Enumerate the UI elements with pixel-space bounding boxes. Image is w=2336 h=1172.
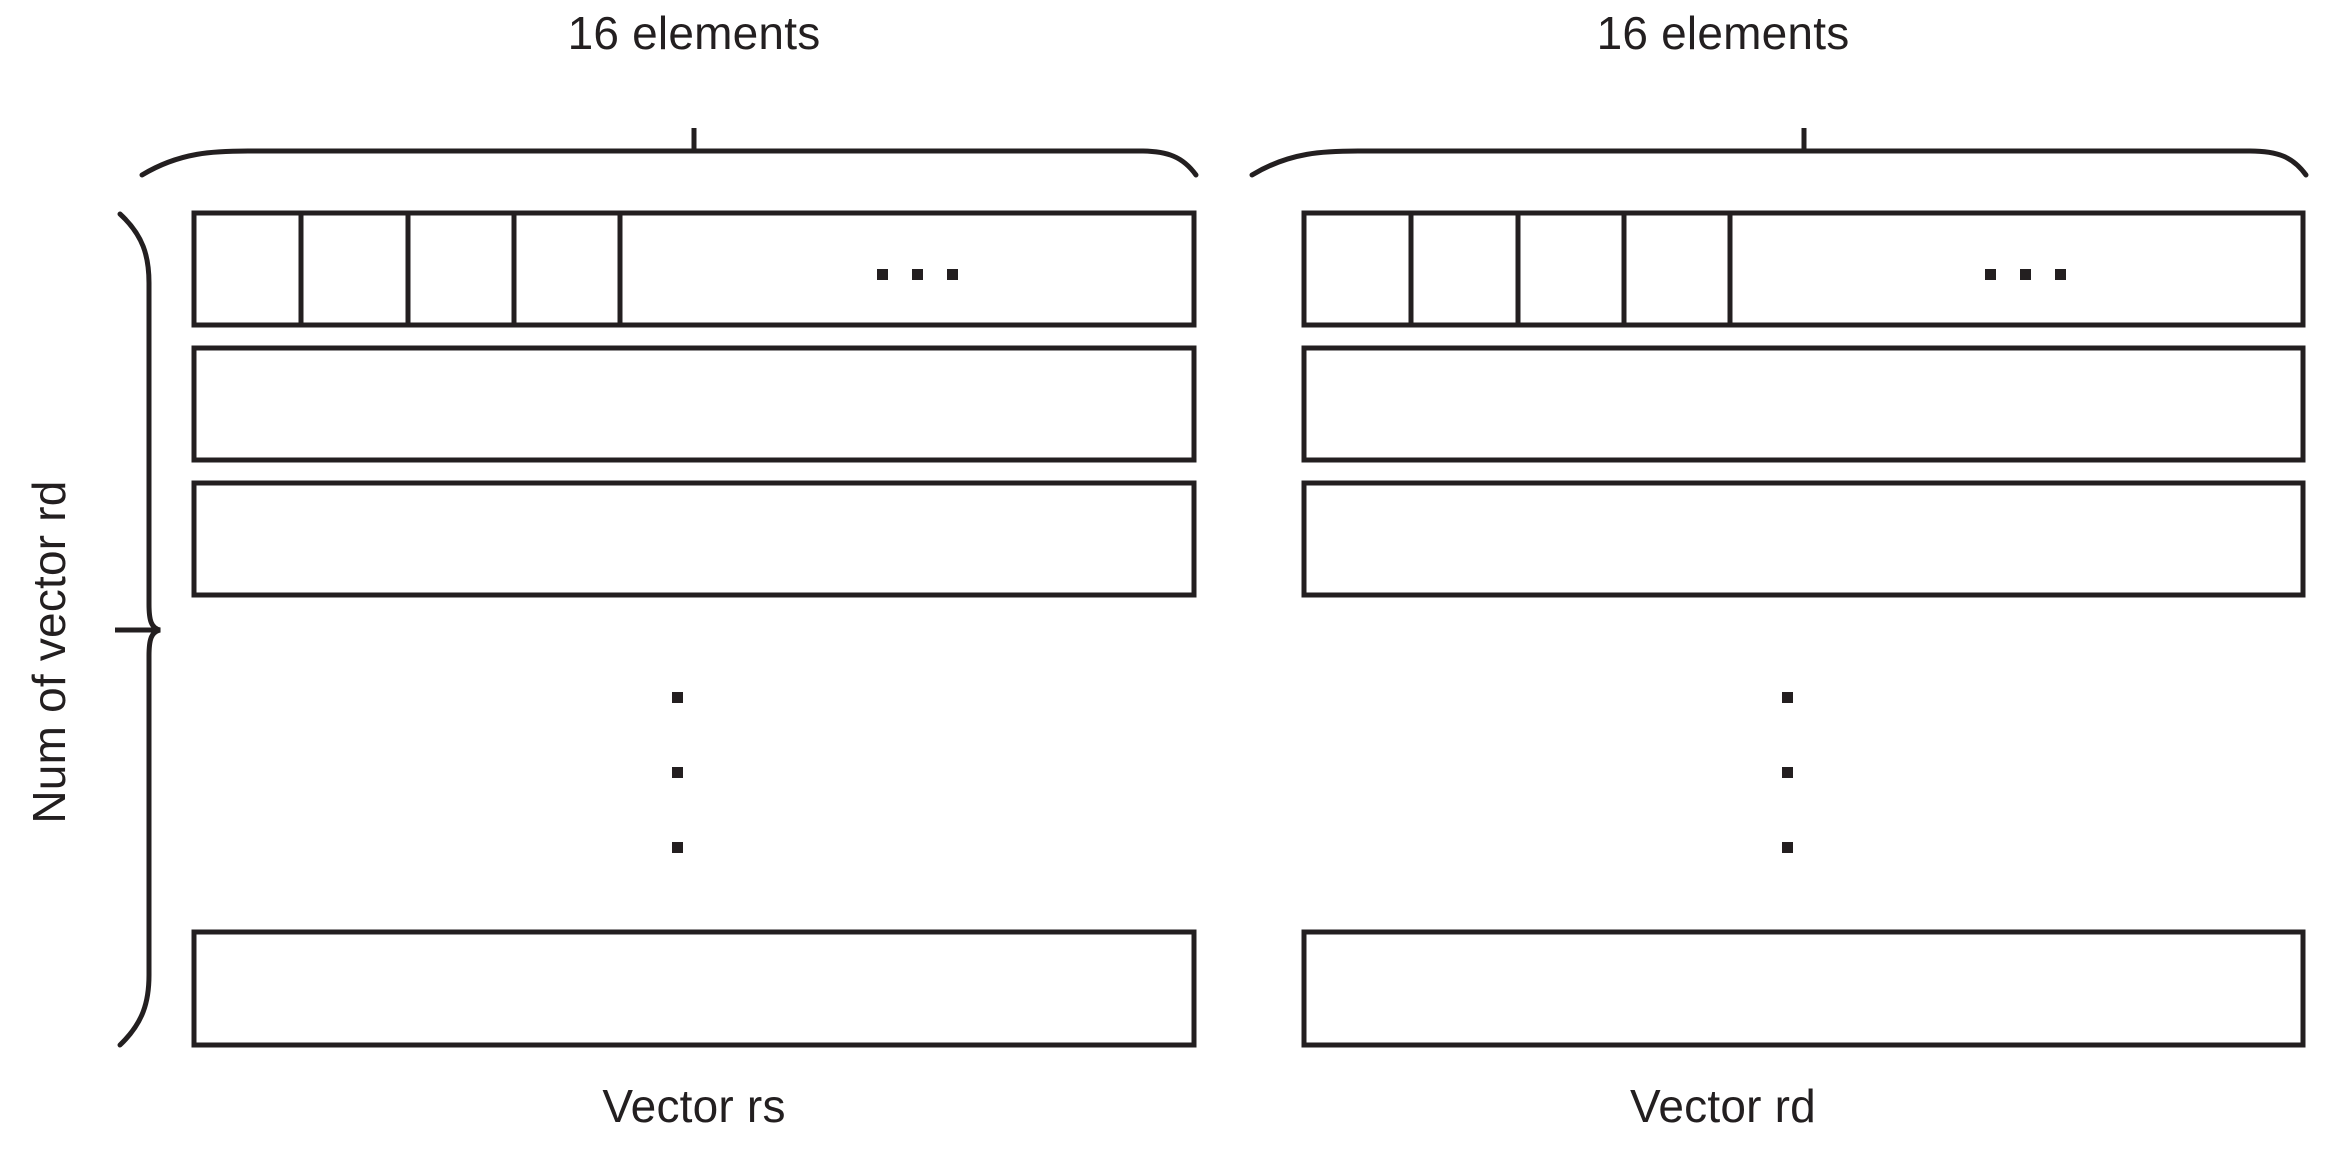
- row-ellipsis-right: [1985, 269, 2066, 280]
- top-brace-left: [139, 128, 1199, 178]
- top-label-vector-rd: 16 elements: [1596, 7, 1850, 59]
- column-ellipsis-left: [672, 692, 683, 853]
- top-label-vector-rs: 16 elements: [567, 7, 821, 59]
- group-vector-rs: [139, 128, 1199, 1048]
- left-brace: [115, 211, 161, 1048]
- row-last-right: [1301, 929, 2306, 1048]
- column-ellipsis-right: [1782, 692, 1793, 853]
- row-2-right: [1301, 345, 2306, 463]
- row-2-left: [191, 345, 1197, 463]
- group-vector-rd: [1249, 128, 2309, 1048]
- row-ellipsis-left: [877, 269, 958, 280]
- row-3-right: [1301, 480, 2306, 598]
- row-last-left: [191, 929, 1197, 1048]
- bottom-label-vector-rd: Vector rd: [1630, 1080, 1816, 1132]
- top-brace-right: [1249, 128, 2309, 178]
- row-3-left: [191, 480, 1197, 598]
- bottom-label-vector-rs: Vector rs: [602, 1080, 786, 1132]
- row-1-left: [191, 210, 1197, 328]
- row-1-right: [1301, 210, 2306, 328]
- side-label-num-of-vector-rd: Num of vector rd: [23, 480, 75, 824]
